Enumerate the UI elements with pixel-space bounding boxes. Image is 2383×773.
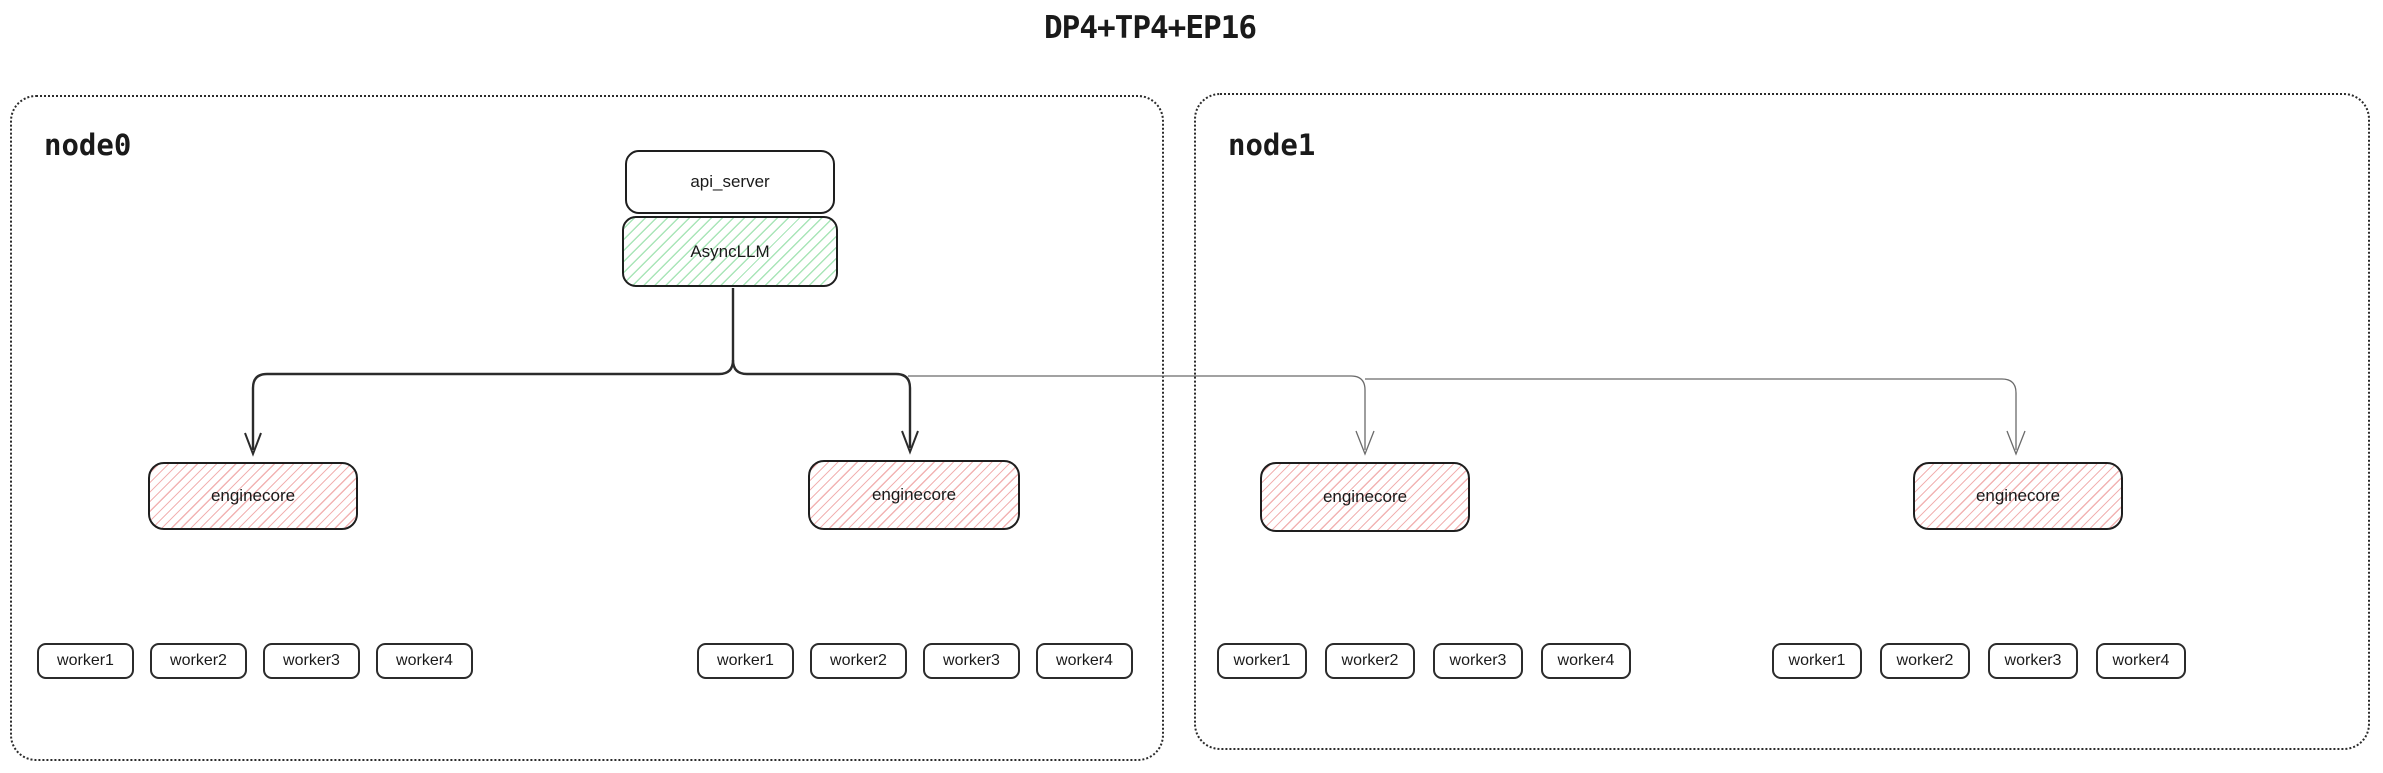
worker-box: worker2 bbox=[150, 643, 247, 679]
asyncllm-box: AsyncLLM bbox=[622, 216, 838, 287]
worker-box: worker3 bbox=[1988, 643, 2078, 679]
enginecore-label: enginecore bbox=[871, 485, 957, 504]
node0-label: node0 bbox=[44, 128, 132, 162]
node1-label: node1 bbox=[1228, 128, 1316, 162]
worker-box: worker2 bbox=[1325, 643, 1415, 679]
worker-box: worker2 bbox=[1880, 643, 1970, 679]
worker-box: worker2 bbox=[810, 643, 907, 679]
worker-box: worker4 bbox=[376, 643, 473, 679]
worker-box: worker4 bbox=[1541, 643, 1631, 679]
worker-box: worker1 bbox=[1772, 643, 1862, 679]
worker-box: worker4 bbox=[1036, 643, 1133, 679]
asyncllm-label: AsyncLLM bbox=[690, 241, 770, 261]
enginecore-box-node1-1: enginecore bbox=[1260, 462, 1470, 532]
worker-group-node0-1: worker1 worker2 worker3 worker4 bbox=[37, 643, 473, 679]
diagram-title: DP4+TP4+EP16 bbox=[1044, 10, 1257, 46]
worker-box: worker1 bbox=[1217, 643, 1307, 679]
worker-box: worker3 bbox=[1433, 643, 1523, 679]
worker-box: worker3 bbox=[923, 643, 1020, 679]
worker-box: worker1 bbox=[37, 643, 134, 679]
api-server-box: api_server bbox=[625, 150, 835, 214]
enginecore-label: enginecore bbox=[1975, 486, 2061, 505]
worker-box: worker1 bbox=[697, 643, 794, 679]
enginecore-box-node0-2: enginecore bbox=[808, 460, 1020, 530]
worker-box: worker3 bbox=[263, 643, 360, 679]
worker-box: worker4 bbox=[2096, 643, 2186, 679]
enginecore-box-node1-2: enginecore bbox=[1913, 462, 2123, 530]
worker-group-node1-1: worker1 worker2 worker3 worker4 bbox=[1217, 643, 1631, 679]
worker-group-node1-2: worker1 worker2 worker3 worker4 bbox=[1772, 643, 2186, 679]
enginecore-label: enginecore bbox=[210, 486, 296, 505]
api-server-label: api_server bbox=[690, 172, 770, 191]
worker-group-node0-2: worker1 worker2 worker3 worker4 bbox=[697, 643, 1133, 679]
enginecore-label: enginecore bbox=[1322, 487, 1408, 506]
enginecore-box-node0-1: enginecore bbox=[148, 462, 358, 530]
